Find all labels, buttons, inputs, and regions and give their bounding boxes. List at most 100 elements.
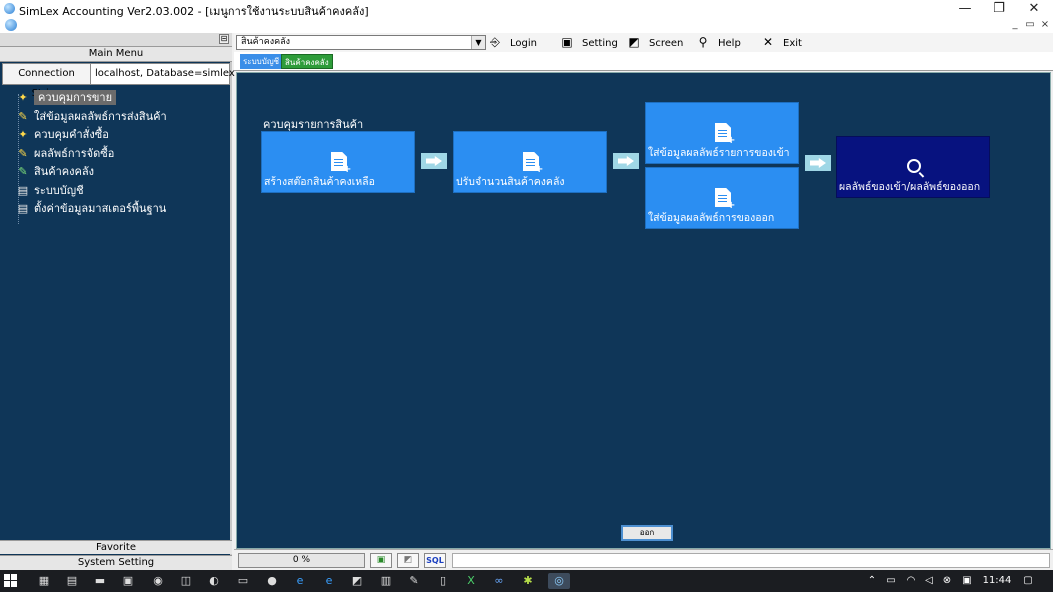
window-minimize-button[interactable]: — [958, 1, 972, 16]
taskbar-app-icon[interactable]: ◫ [180, 574, 192, 587]
taskbar-app-icon[interactable]: ● [267, 574, 277, 587]
window-close-button[interactable]: ✕ [1028, 1, 1040, 16]
mdi-app-icon[interactable] [5, 19, 17, 31]
mdi-restore-button[interactable]: ▭ [1025, 19, 1035, 30]
module-select[interactable]: สินค้าคงคลัง ▼ [236, 35, 486, 50]
taskbar-app-icon[interactable]: ▥ [380, 574, 392, 587]
taskbar-app-simlex-active[interactable]: ◎ [548, 573, 570, 589]
taskbar-app-icon[interactable]: ▦ [38, 574, 50, 587]
volume-muted-icon[interactable]: ◁ [925, 575, 933, 586]
taskbar-app-icon[interactable]: e [325, 574, 333, 587]
tile-issue-result[interactable]: + ใส่ข้อมูลผลลัพธ์การของออก [645, 167, 799, 229]
clock[interactable]: 11:44 [982, 575, 1012, 586]
language-icon[interactable]: ▣ [962, 575, 972, 586]
status-bar: 0 % ▣ ◩ SQL [234, 549, 1053, 570]
taskbar-app-icon[interactable]: X [467, 574, 475, 587]
plus-icon: + [535, 164, 544, 175]
taskbar-app-icon[interactable]: ✎ [409, 574, 419, 587]
windows-start-icon[interactable] [4, 574, 18, 588]
chart-icon[interactable]: ◩ [397, 553, 419, 568]
exit-button[interactable]: ✕Exit [762, 35, 802, 49]
app-icon [4, 3, 15, 14]
tray-chevron-up-icon[interactable]: ⌃ [867, 575, 877, 586]
document-icon [715, 188, 731, 207]
progress-indicator: 0 % [238, 553, 365, 568]
menu-item-shipping-result[interactable]: ✎ ใส่ข้อมูลผลลัพธ์การส่งสินค้า [18, 109, 167, 123]
key-icon: ✦ [18, 91, 28, 104]
mdi-minimize-button[interactable]: _ [1012, 19, 1018, 30]
taskbar-app-icon[interactable]: ∞ [494, 574, 504, 587]
main-menu-header[interactable]: Main Menu [0, 47, 232, 62]
screen-button[interactable]: ◩Screen [628, 35, 684, 49]
tab-row: ระบบบัญชี สินค้าคงคลัง [234, 52, 1053, 71]
document-icon [523, 152, 539, 171]
menu-item-accounting[interactable]: ▤ ระบบบัญชี [17, 183, 84, 197]
connection-string-row: Connection String localhost, Database=si… [2, 63, 235, 99]
battery-icon[interactable]: ▭ [886, 575, 896, 586]
settings-icon: ▤ [17, 202, 29, 215]
mdi-close-button[interactable]: × [1040, 19, 1050, 30]
taskbar-app-icon[interactable]: ▤ [66, 574, 78, 587]
menu-item-sales-control[interactable]: ✦ ควบคุมการขาย [14, 89, 230, 108]
screen-icon: ◩ [628, 35, 640, 49]
taskbar-app-icon[interactable]: ▬ [94, 574, 106, 587]
sql-button[interactable]: SQL [424, 553, 446, 568]
plus-icon: + [727, 135, 736, 146]
setting-button[interactable]: ▣Setting [561, 35, 618, 49]
tile-create-stock[interactable]: + สร้างสต๊อกสินค้าคงเหลือ [261, 131, 415, 193]
menu-item-master-settings[interactable]: ▤ ตั้งค่าข้อมูลมาสเตอร์พื้นฐาน [17, 202, 167, 215]
window-titlebar: SimLex Accounting Ver2.03.002 - [เมนูการ… [0, 0, 1053, 18]
taskbar-app-icon[interactable]: ▣ [122, 574, 134, 587]
toolbar: สินค้าคงคลัง ▼ ⎆Login ▣Setting ◩Screen ⚲… [234, 33, 1053, 52]
section-title: ควบคุมรายการสินค้า [263, 118, 364, 131]
connection-string-value: localhost, Database=simlex [95, 68, 235, 79]
close-form-button[interactable]: ออก [621, 525, 673, 541]
taskbar-app-icon[interactable]: ◩ [351, 574, 363, 587]
taskbar-app-icon[interactable]: ◐ [209, 574, 219, 587]
chevron-down-icon[interactable]: ▼ [471, 36, 485, 49]
taskbar: ▦ ▤ ▬ ▣ ◉ ◫ ◐ ▭ ● e e ◩ ▥ ✎ ▯ X ∞ ✱ ◎ ⌃ … [0, 570, 1053, 592]
edit-icon: ✎ [18, 109, 28, 123]
arrow-right-icon [421, 153, 447, 169]
tree-connector [18, 94, 19, 224]
taskbar-app-icon[interactable]: ◉ [153, 574, 163, 587]
tile-receive-result[interactable]: + ใส่ข้อมูลผลลัพธ์รายการของเข้า [645, 102, 799, 164]
mdi-menubar: _ ▭ × [0, 18, 1053, 33]
arrow-right-icon [613, 153, 639, 169]
taskbar-app-icon[interactable]: ▭ [237, 574, 249, 587]
system-setting-bar[interactable]: System Setting [0, 555, 232, 570]
key-icon: ✦ [18, 128, 28, 141]
wifi-icon[interactable]: ◠ [906, 575, 916, 586]
module-select-value: สินค้าคงคลัง [241, 37, 291, 47]
export-icon[interactable]: ▣ [370, 553, 392, 568]
menu-item-purchase-result[interactable]: ✎ ผลลัพธ์การจัดซื้อ [18, 146, 115, 160]
setting-icon: ▣ [561, 35, 573, 49]
help-icon: ⚲ [698, 35, 708, 49]
window-restore-button[interactable]: ❐ [993, 1, 1005, 16]
help-button[interactable]: ⚲Help [696, 34, 741, 51]
tile-view-results[interactable]: ผลลัพธ์ของเข้า/ผลลัพธ์ของออก [836, 136, 990, 198]
main-content: ควบคุมรายการสินค้า + สร้างสต๊อกสินค้าคงเ… [236, 72, 1051, 549]
pin-icon[interactable]: ⊟ [219, 34, 229, 44]
menu-item-purchase-order-control[interactable]: ✦ ควบคุมคำสั่งซื้อ [18, 128, 109, 141]
taskbar-app-icon[interactable]: e [296, 574, 304, 587]
login-button[interactable]: ⎆Login [488, 34, 537, 51]
panel-header: ⊟ [0, 33, 232, 47]
tile-adjust-quantity[interactable]: + ปรับจำนวนสินค้าคงคลัง [453, 131, 607, 193]
document-icon [331, 152, 347, 171]
status-x-icon[interactable]: ⊗ [942, 575, 952, 586]
menu-tree: ✦ ควบคุมการขาย ✎ ใส่ข้อมูลผลลัพธ์การส่งส… [14, 89, 230, 224]
tab-accounting[interactable]: ระบบบัญชี [240, 54, 283, 69]
notifications-icon[interactable]: ▢ [1023, 575, 1033, 586]
favorite-bar[interactable]: Favorite [0, 540, 232, 554]
tab-inventory[interactable]: สินค้าคงคลัง [281, 54, 333, 69]
taskbar-app-icon[interactable]: ▯ [439, 574, 447, 587]
settings-icon: ▤ [17, 183, 29, 197]
login-icon: ⎆ [490, 35, 500, 49]
arrow-right-icon [805, 155, 831, 171]
menu-item-inventory[interactable]: ✎ สินค้าคงคลัง [18, 165, 94, 178]
taskbar-app-icon[interactable]: ✱ [523, 574, 533, 587]
document-icon [715, 123, 731, 142]
inventory-icon: ✎ [18, 165, 28, 178]
left-navigation-panel: ⊟ Main Menu Connection String localhost,… [0, 33, 235, 570]
